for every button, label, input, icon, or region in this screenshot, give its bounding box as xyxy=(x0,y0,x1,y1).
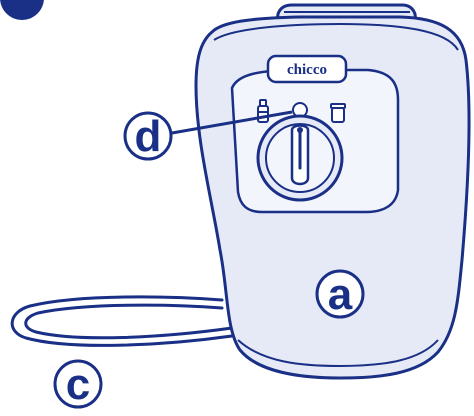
callout-c-label: c xyxy=(66,360,90,409)
callout-c: c xyxy=(53,359,103,409)
power-cord xyxy=(10,295,234,347)
brand-logo: chicco xyxy=(266,54,348,84)
step-badge xyxy=(0,0,44,20)
callout-a-label: a xyxy=(328,270,353,319)
brand-logo-text: chicco xyxy=(287,62,327,78)
callout-a: a xyxy=(315,269,365,319)
callout-d: d xyxy=(123,111,173,161)
callout-d-label: d xyxy=(135,112,162,161)
rotary-dial[interactable] xyxy=(256,114,344,202)
callout-d-leader xyxy=(171,110,293,135)
food-jar-icon xyxy=(330,103,346,123)
